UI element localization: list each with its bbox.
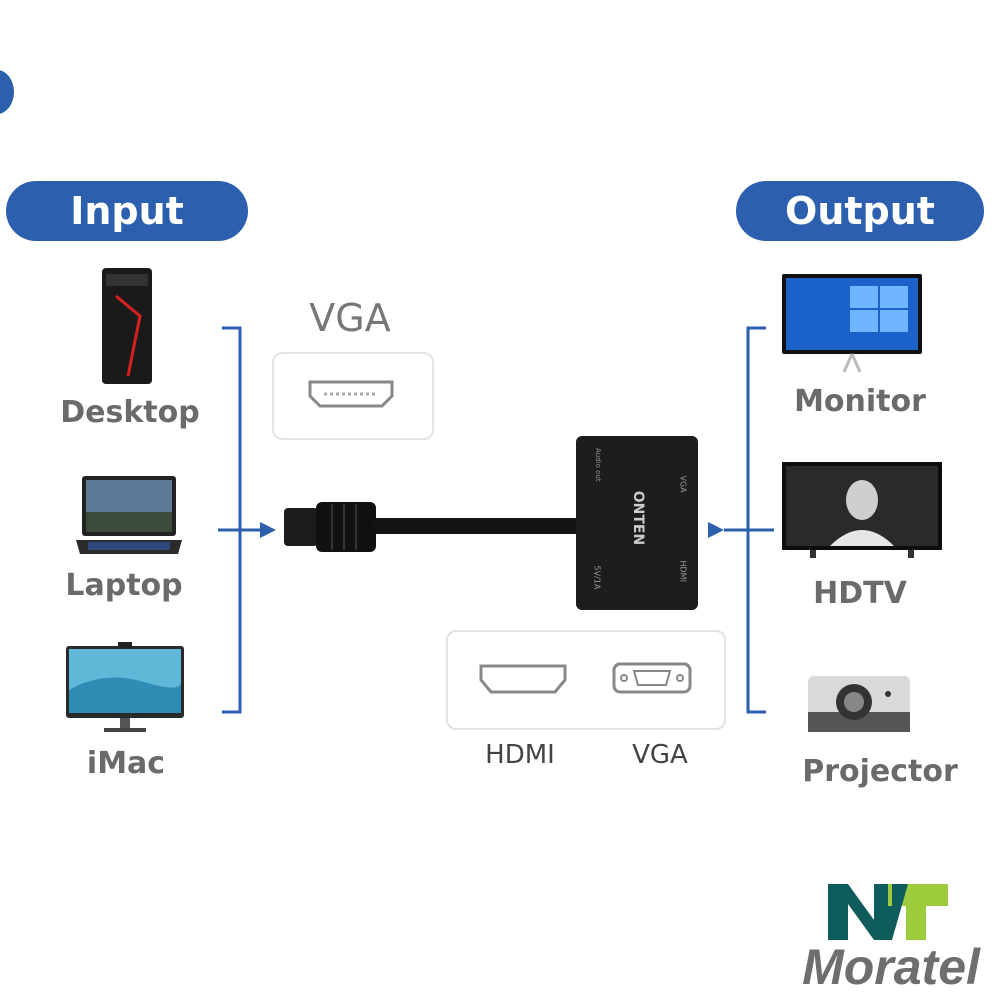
laptop-label: Laptop <box>65 568 183 603</box>
desktop-label: Desktop <box>60 395 200 430</box>
input-bracket <box>218 326 276 714</box>
moratel-logo-mark <box>828 884 948 940</box>
adapter-port-audio: Audio out <box>594 448 602 482</box>
adapter-port-power: 5V/1A <box>592 565 602 590</box>
adapter-brand: ONTEN <box>630 490 646 546</box>
imac-icon <box>66 642 184 732</box>
decorative-arc <box>0 70 14 114</box>
output-ports-box <box>446 630 726 730</box>
adapter-device: ONTEN Audio out VGA 5V/1A HDMI <box>576 436 698 610</box>
input-header: Input <box>6 181 248 241</box>
output-port-hdmi-label: HDMI <box>485 740 555 770</box>
hdmi-port-icon <box>479 664 567 694</box>
projector-label: Projector <box>802 754 958 789</box>
input-port-label: VGA <box>309 296 391 340</box>
hdmi-port-icon <box>308 380 394 408</box>
output-header: Output <box>736 181 984 241</box>
input-port-box <box>272 352 434 440</box>
output-bracket <box>708 326 774 714</box>
imac-label: iMac <box>86 746 166 781</box>
desktop-tower-icon <box>102 268 152 384</box>
vga-port-icon <box>612 662 692 694</box>
moratel-logo-text: Moratel <box>802 939 980 995</box>
output-port-vga-label: VGA <box>632 740 688 770</box>
output-header-text: Output <box>785 189 935 233</box>
adapter-port-hdmi: HDMI <box>678 560 688 582</box>
hdtv-icon <box>782 462 942 558</box>
input-header-text: Input <box>70 189 184 233</box>
hdtv-label: HDTV <box>813 576 907 611</box>
adapter-port-vga: VGA <box>678 475 688 493</box>
monitor-label: Monitor <box>794 384 926 419</box>
monitor-icon <box>782 274 922 373</box>
laptop-icon <box>76 476 182 554</box>
hdmi-cable <box>284 502 582 552</box>
projector-icon <box>808 676 910 732</box>
